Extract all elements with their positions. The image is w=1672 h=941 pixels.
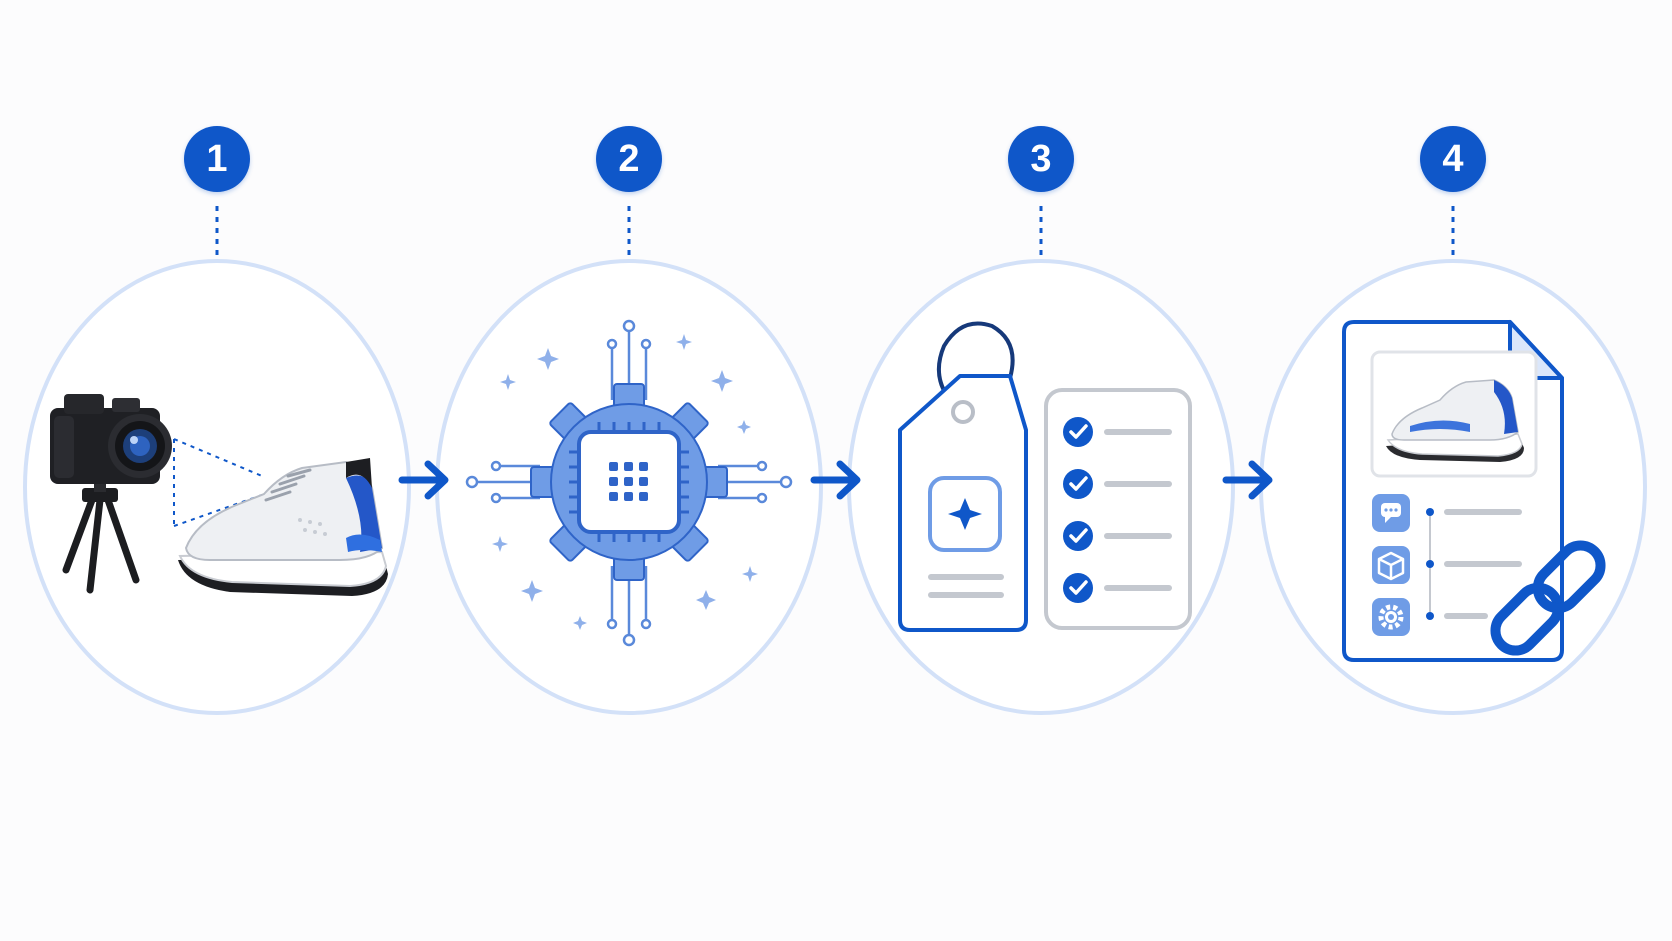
link-chain-icon [1490,540,1606,656]
step-3-badge: 3 [1008,126,1074,192]
step-1-badge: 1 [184,126,250,192]
camera-tripod-icon [50,394,172,594]
step-2-badge: 2 [596,126,662,192]
arrow-right-icon [1222,460,1273,500]
arrow-right-icon [398,460,449,500]
step-4-badge: 4 [1420,126,1486,192]
sneaker-thumbnail [1386,379,1524,462]
ai-chip-gear-icon [465,319,793,647]
arrow-right-icon [810,460,861,500]
checklist-icon [1044,388,1192,630]
product-tag-icon [898,321,1028,632]
product-document-icon [1342,320,1564,662]
sneaker-icon [178,458,388,596]
step-circle-1 [23,259,411,715]
camera-view-lines [173,438,263,527]
